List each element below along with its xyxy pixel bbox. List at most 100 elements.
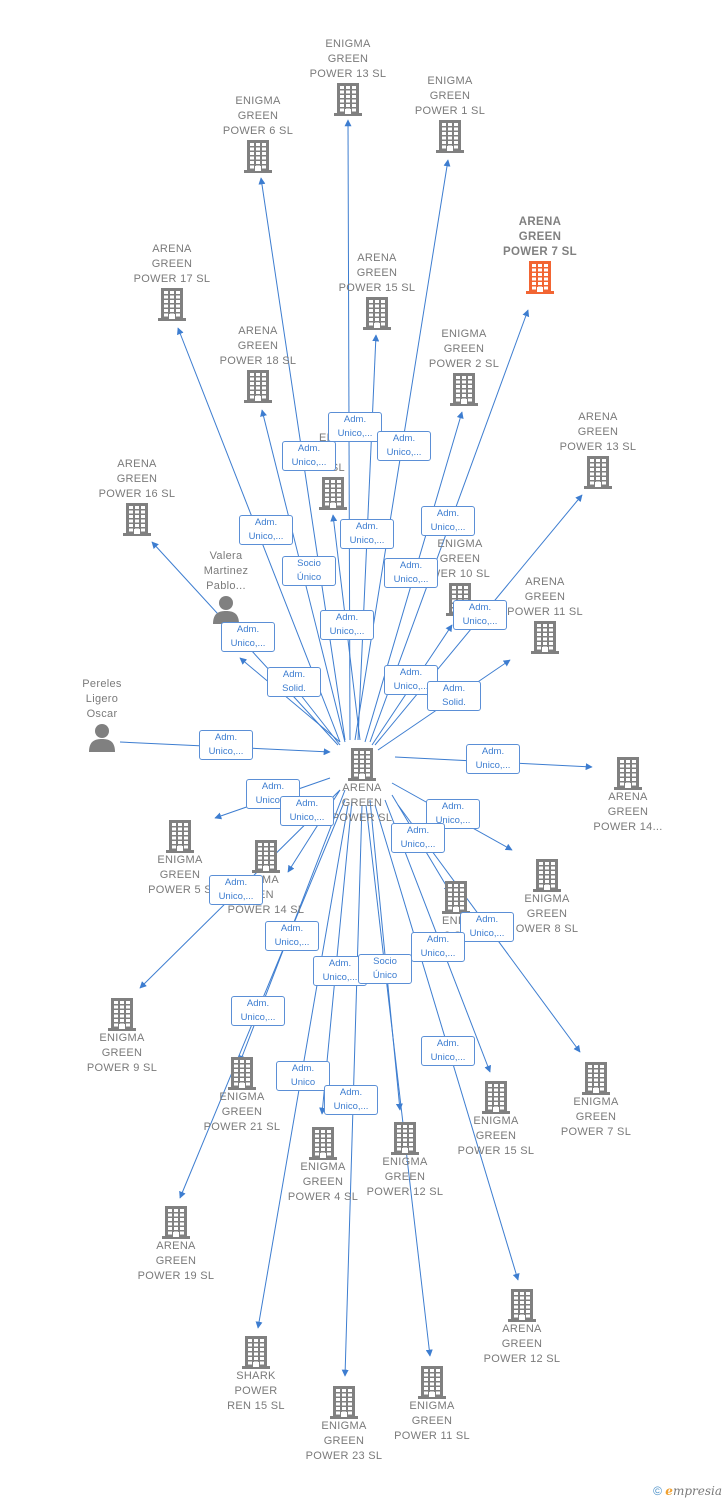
relation-label[interactable]: Adm.Unico,... [280, 796, 334, 826]
node-label-line: ARENA [525, 576, 565, 588]
building-icon [391, 1122, 419, 1155]
relation-label[interactable]: Adm.Unico,... [384, 558, 438, 588]
node-label-line: POWER 12 SL [483, 1353, 561, 1365]
relation-label[interactable]: Adm.Unico,... [231, 996, 285, 1026]
relation-label-line: Adm. [339, 1087, 363, 1098]
relation-label[interactable]: Adm.Solid. [267, 667, 321, 697]
node-label-line: Ligero [85, 693, 119, 705]
relation-label[interactable]: Adm.Unico,... [328, 412, 382, 442]
relation-label[interactable]: Adm.Unico,... [421, 1036, 475, 1066]
node-label-line: POWER 11 SL [507, 606, 583, 618]
relation-label[interactable]: Adm.Unico,... [282, 441, 336, 471]
person-icon [213, 596, 239, 624]
relation-label-line: Adm. [254, 517, 278, 528]
relation-label-line: Unico,... [393, 681, 429, 692]
relation-label[interactable]: Adm.Unico,... [324, 1085, 378, 1115]
node-label-line: POWER 15 SL [338, 282, 416, 294]
relation-label-line: Unico,... [255, 795, 291, 806]
node-label-line: ENIGMA [300, 1161, 346, 1173]
relation-label[interactable]: Adm.Unico,... [411, 932, 465, 962]
relation-label[interactable]: Adm.Unico,... [320, 610, 374, 640]
relation-label[interactable]: Adm.Solid. [427, 681, 481, 711]
building-icon [252, 840, 280, 873]
building-icon [584, 456, 612, 489]
node-label-line: Pablo... [206, 580, 246, 592]
building-icon [244, 140, 272, 173]
node-label-line: GREEN [439, 553, 481, 565]
relation-label[interactable]: Adm.Unico,... [199, 730, 253, 760]
relation-label[interactable]: Adm.Unico,... [466, 744, 520, 774]
relation-label-line: Adm. [475, 914, 499, 925]
node-label-line: POWER 1 SL [414, 105, 486, 117]
node-label-line: POWER 23 SL [305, 1450, 383, 1462]
relation-label-line: Adm. [246, 998, 270, 1009]
node-label-line: POWER 11 SL [394, 1430, 470, 1442]
relation-label[interactable]: Adm.Unico,... [221, 622, 275, 652]
building-icon [363, 297, 391, 330]
relation-label-line: Unico,... [349, 535, 385, 546]
node-label-line: GREEN [526, 908, 568, 920]
node-label-line: ENIGMA [382, 1156, 428, 1168]
building-icon [508, 1289, 536, 1322]
relation-label[interactable]: Adm.Unico,... [421, 506, 475, 536]
node-label-line: Martinez [203, 565, 249, 577]
relation-label[interactable]: Adm.Unico,... [377, 431, 431, 461]
person-icon [89, 724, 115, 752]
node-label-line: GREEN [518, 231, 562, 243]
relation-label[interactable]: Adm.Unico,... [239, 515, 293, 545]
relation-label[interactable]: Adm.Unico,... [340, 519, 394, 549]
relation-label[interactable]: Adm.Unico,... [209, 875, 263, 905]
relation-label-line: Adm. [426, 934, 450, 945]
relation-label[interactable]: Adm.Unico [276, 1061, 330, 1091]
relation-label[interactable]: Adm.Unico,... [391, 823, 445, 853]
relation-label[interactable]: Adm.Unico,... [460, 912, 514, 942]
relation-label-line: Unico,... [329, 626, 365, 637]
node-label-line: POWER 7 SL [503, 246, 577, 258]
copyright-icon: © [653, 1484, 662, 1498]
node-label-line: POWER 7 SL [560, 1126, 632, 1138]
relation-label-line: Socio [297, 558, 321, 569]
node-label-line: POWER 4 SL [287, 1191, 359, 1203]
relation-label-line: Adm. [214, 732, 238, 743]
node-label-line: SHARK [236, 1370, 276, 1382]
relation-label-line: Adm. [399, 560, 423, 571]
relation-label[interactable]: Adm.Unico,... [265, 921, 319, 951]
relation-label[interactable]: Adm.Unico,... [384, 665, 438, 695]
node-label-line: GREEN [101, 1047, 143, 1059]
brand-logo[interactable]: empresia [665, 1484, 722, 1498]
relation-label[interactable]: Adm.Unico,... [453, 600, 507, 630]
